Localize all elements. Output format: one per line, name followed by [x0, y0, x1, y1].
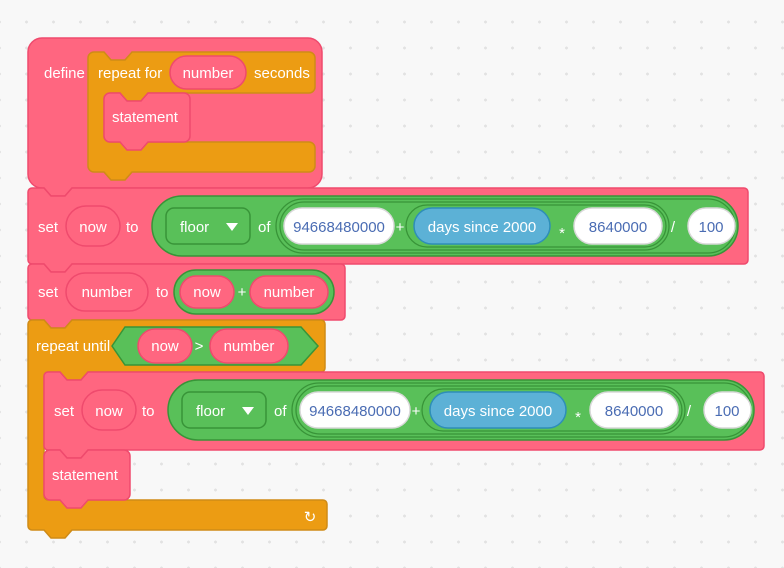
- multiply-block-outline[interactable]: [421, 388, 683, 432]
- divide-operator-label: /: [687, 403, 692, 420]
- prototype-label-before: repeat for: [98, 65, 162, 82]
- number-input-big[interactable]: [283, 207, 395, 245]
- chevron-down-icon: [226, 223, 238, 231]
- number-input-divisor-value: 100: [698, 219, 723, 236]
- statement-placeholder-label: statement: [112, 109, 179, 126]
- statement-placeholder-block[interactable]: [43, 449, 131, 509]
- of-label: of: [274, 403, 287, 420]
- set-number-block-group: set number to now + number: [27, 263, 346, 329]
- add-block-outline[interactable]: [279, 201, 670, 251]
- days-since-2000-label: days since 2000: [428, 219, 536, 236]
- variable-now-label: now: [95, 403, 123, 420]
- times-operator-label: *: [575, 409, 581, 426]
- set-label: set: [38, 284, 59, 301]
- set-label: set: [38, 219, 59, 236]
- variable-number[interactable]: [249, 275, 329, 309]
- variable-now-label: now: [193, 284, 221, 301]
- plus-operator-label: +: [396, 219, 405, 236]
- plus-operator-label: +: [238, 284, 247, 301]
- define-label: define: [44, 65, 85, 82]
- variable-number-label: number: [82, 284, 133, 301]
- chevron-down-icon: [242, 407, 254, 415]
- variable-now[interactable]: [81, 389, 137, 431]
- variable-now[interactable]: [179, 275, 235, 309]
- variable-now-label: now: [79, 219, 107, 236]
- greater-operator-label: >: [195, 338, 204, 355]
- add-block-outline[interactable]: [295, 385, 686, 435]
- statement-placeholder-block[interactable]: [103, 92, 191, 151]
- number-input-multiplier[interactable]: [573, 207, 663, 245]
- repeat-until-label: repeat until: [36, 338, 110, 355]
- number-input-big[interactable]: [299, 391, 411, 429]
- number-input-multiplier-value: 8640000: [605, 403, 663, 420]
- number-input-big-value: 94668480000: [309, 403, 401, 420]
- number-input-multiplier[interactable]: [589, 391, 679, 429]
- define-block-group: define repeat for number seconds stateme…: [27, 37, 323, 197]
- plus-operator-label: +: [412, 403, 421, 420]
- to-label: to: [126, 219, 139, 236]
- set-now-block-group: set now to floor of 94668480000 + days s…: [27, 187, 749, 273]
- multiply-block-outline[interactable]: [405, 204, 667, 248]
- to-label: to: [156, 284, 169, 301]
- number-input-divisor-value: 100: [714, 403, 739, 420]
- number-input-divisor[interactable]: [703, 391, 752, 429]
- to-label: to: [142, 403, 155, 420]
- mathop-dropdown-label: floor: [196, 403, 225, 420]
- variable-number-label: number: [224, 338, 275, 355]
- days-since-2000-block[interactable]: [429, 391, 567, 429]
- prototype-label-after: seconds: [254, 65, 310, 82]
- variable-number[interactable]: [65, 272, 149, 312]
- prototype-arg-number[interactable]: [169, 55, 247, 90]
- of-label: of: [258, 219, 271, 236]
- mathop-dropdown[interactable]: [181, 391, 267, 429]
- prototype-arg-number-label: number: [183, 65, 234, 82]
- loop-arrow-icon: ↻: [304, 509, 317, 526]
- days-since-2000-block[interactable]: [413, 207, 551, 245]
- set-label: set: [54, 403, 75, 420]
- days-since-2000-label: days since 2000: [444, 403, 552, 420]
- number-input-big-value: 94668480000: [293, 219, 385, 236]
- inner-statement-block-group: statement: [43, 449, 131, 509]
- variable-number[interactable]: [209, 328, 289, 364]
- statement-placeholder-label: statement: [52, 467, 119, 484]
- mathop-dropdown[interactable]: [165, 207, 251, 245]
- number-input-divisor[interactable]: [687, 207, 736, 245]
- number-input-multiplier-value: 8640000: [589, 219, 647, 236]
- divide-operator-label: /: [671, 219, 676, 236]
- variable-number-label: number: [264, 284, 315, 301]
- repeat-until-block-group: repeat until now > number ↻: [27, 319, 328, 539]
- times-operator-label: *: [559, 225, 565, 242]
- variable-now[interactable]: [65, 205, 121, 247]
- mathop-dropdown-label: floor: [180, 219, 209, 236]
- variable-now-label: now: [151, 338, 179, 355]
- variable-now[interactable]: [137, 328, 193, 364]
- inner-set-now-block-group: set now to floor of 94668480000 + days s…: [43, 371, 765, 459]
